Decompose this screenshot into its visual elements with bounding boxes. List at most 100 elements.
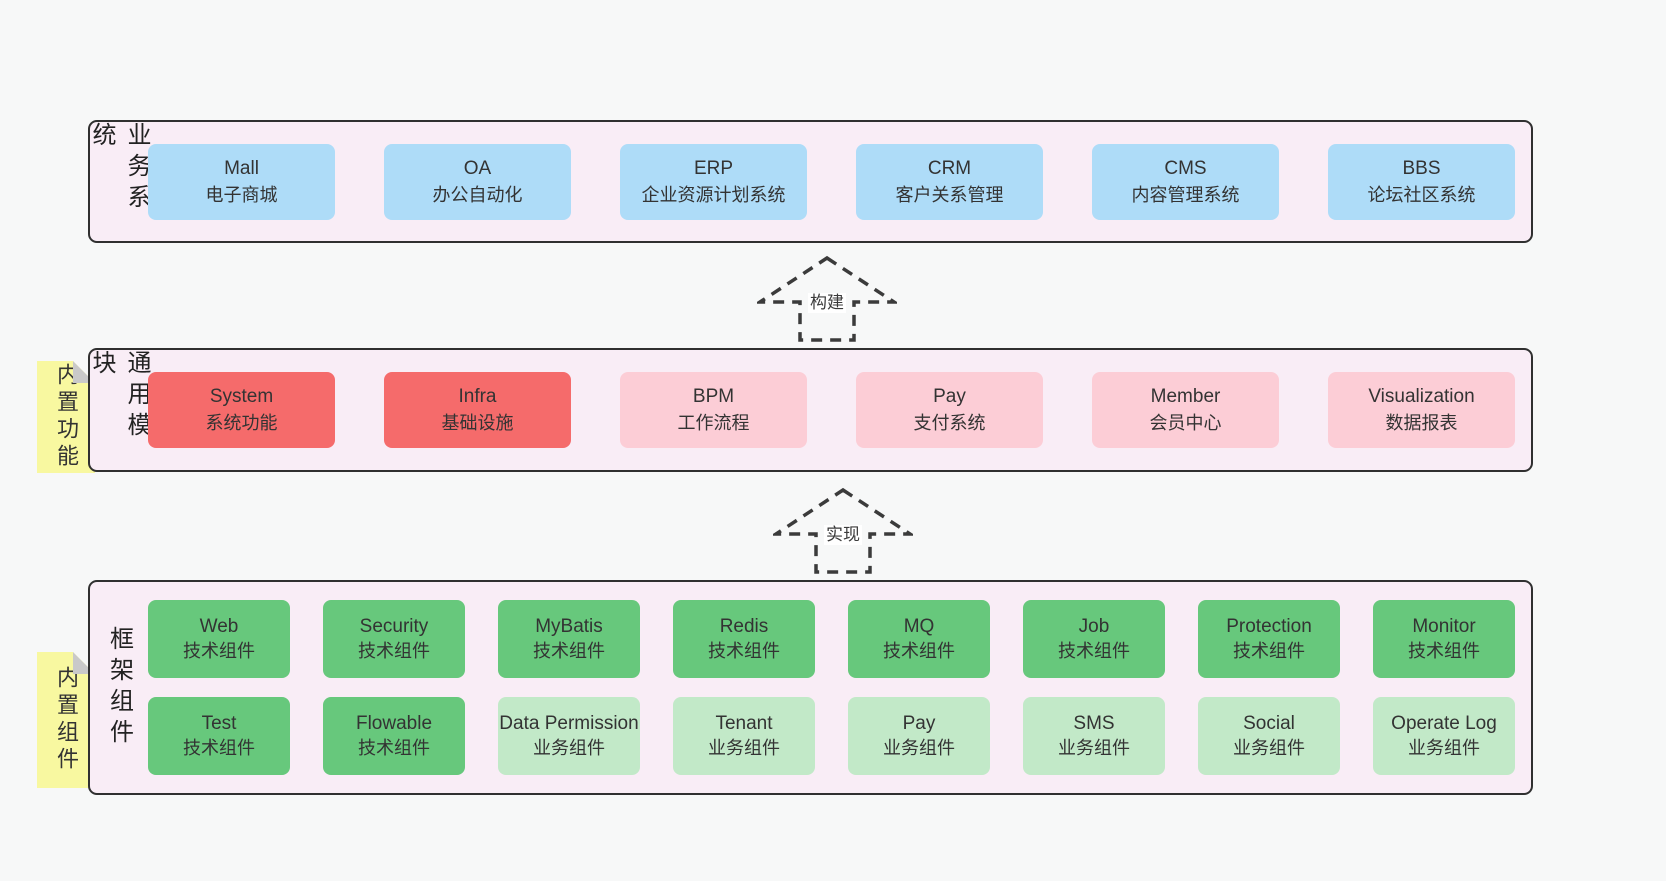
box-redis-desc: 技术组件 [708,641,780,662]
components-row-1: Web 技术组件 Security 技术组件 MyBatis 技术组件 Redi… [148,600,1515,679]
box-bpm-name: BPM [692,386,735,407]
box-web: Web 技术组件 [148,600,290,679]
box-operate-log: Operate Log 业务组件 [1373,696,1515,775]
box-monitor-desc: 技术组件 [1408,641,1480,662]
box-bbs-name: BBS [1402,157,1441,179]
box-data-permission-name: Data Permission [499,712,639,734]
implement-arrow-label: 实现 [824,525,862,545]
box-flowable-desc: 技术组件 [358,737,430,758]
box-bpm-desc: 工作流程 [677,413,750,433]
box-cms-desc: 内容管理系统 [1131,184,1240,205]
box-member-name: Member [1150,386,1221,407]
box-web-desc: 技术组件 [183,641,255,662]
box-pay-module-name: Pay [933,386,966,407]
box-oa: OA 办公自动化 [384,143,571,220]
box-mq-name: MQ [903,616,935,638]
sticky-note-builtin-components: 内置组件 [37,652,95,788]
box-visualization-desc: 数据报表 [1385,413,1458,433]
box-mybatis-desc: 技术组件 [533,641,605,662]
box-crm-name: CRM [927,157,972,179]
implement-arrow: 实现 [773,487,913,575]
box-monitor: Monitor 技术组件 [1373,600,1515,679]
box-security-desc: 技术组件 [358,641,430,662]
build-arrow-label: 构建 [808,293,846,313]
layer-title-business-text: 业务系统 [88,122,150,215]
box-mall-name: Mall [224,157,259,179]
box-sms: SMS 业务组件 [1023,696,1165,775]
box-test: Test 技术组件 [148,696,290,775]
box-job-desc: 技术组件 [1058,641,1130,662]
box-test-desc: 技术组件 [183,737,255,758]
box-test-name: Test [201,712,237,734]
box-sms-name: SMS [1073,712,1115,734]
box-crm-desc: 客户关系管理 [895,184,1004,205]
box-job-name: Job [1078,616,1110,638]
box-mq: MQ 技术组件 [848,600,990,679]
layer-title-components: 框架组件 [90,582,148,793]
box-security: Security 技术组件 [323,600,465,679]
box-sms-desc: 业务组件 [1058,737,1130,758]
business-systems-layer: 业务系统 Mall 电子商城 OA 办公自动化 ERP 企业资源计划系统 CRM… [88,120,1533,243]
box-infra-name: Infra [458,386,497,407]
box-crm: CRM 客户关系管理 [856,143,1043,220]
box-tenant-name: Tenant [715,712,773,734]
box-pay-component-name: Pay [902,712,936,734]
box-social: Social 业务组件 [1198,696,1340,775]
box-protection-desc: 技术组件 [1233,641,1305,662]
box-mq-desc: 技术组件 [883,641,955,662]
framework-components-layer: 框架组件 Web 技术组件 Security 技术组件 MyBatis 技术组件… [88,580,1533,795]
box-erp-desc: 企业资源计划系统 [641,184,786,205]
common-modules-layer: 通用模块 System 系统功能 Infra 基础设施 BPM 工作流程 Pay… [88,348,1533,472]
box-monitor-name: Monitor [1412,616,1476,638]
sticky-components-text: 内置组件 [54,666,79,774]
layer-title-components-text: 框架组件 [105,625,133,750]
box-tenant-desc: 业务组件 [708,737,780,758]
box-protection: Protection 技术组件 [1198,600,1340,679]
box-infra-desc: 基础设施 [441,413,514,433]
components-row-2: Test 技术组件 Flowable 技术组件 Data Permission … [148,696,1515,775]
box-data-permission: Data Permission 业务组件 [498,696,640,775]
box-data-permission-desc: 业务组件 [533,737,605,758]
box-member-desc: 会员中心 [1149,413,1222,433]
box-erp-name: ERP [693,157,734,179]
box-web-name: Web [199,616,239,638]
box-system-desc: 系统功能 [205,413,278,433]
box-protection-name: Protection [1226,616,1312,638]
box-bbs-desc: 论坛社区系统 [1367,184,1476,205]
box-visualization-name: Visualization [1368,386,1475,407]
box-pay-module-desc: 支付系统 [913,413,986,433]
box-mybatis: MyBatis 技术组件 [498,600,640,679]
box-visualization: Visualization 数据报表 [1328,372,1515,448]
box-infra: Infra 基础设施 [384,372,571,448]
box-redis: Redis 技术组件 [673,600,815,679]
box-cms-name: CMS [1164,157,1207,179]
box-job: Job 技术组件 [1023,600,1165,679]
modules-box-row: System 系统功能 Infra 基础设施 BPM 工作流程 Pay 支付系统… [148,350,1531,470]
layer-title-modules: 通用模块 [88,350,150,470]
box-oa-desc: 办公自动化 [432,184,523,205]
box-operate-log-desc: 业务组件 [1408,737,1480,758]
box-system: System 系统功能 [148,372,335,448]
box-oa-name: OA [463,157,492,179]
box-bpm: BPM 工作流程 [620,372,807,448]
box-cms: CMS 内容管理系统 [1092,143,1279,220]
box-security-name: Security [359,616,429,638]
business-box-row: Mall 电子商城 OA 办公自动化 ERP 企业资源计划系统 CRM 客户关系… [148,122,1531,241]
box-pay-module: Pay 支付系统 [856,372,1043,448]
layer-title-business: 业务系统 [88,122,150,241]
build-arrow: 构建 [757,255,897,343]
components-box-grid: Web 技术组件 Security 技术组件 MyBatis 技术组件 Redi… [148,582,1531,793]
box-flowable: Flowable 技术组件 [323,696,465,775]
box-mybatis-name: MyBatis [535,616,603,638]
box-bbs: BBS 论坛社区系统 [1328,143,1515,220]
box-member: Member 会员中心 [1092,372,1279,448]
box-erp: ERP 企业资源计划系统 [620,143,807,220]
box-operate-log-name: Operate Log [1391,712,1497,734]
box-mall: Mall 电子商城 [148,143,335,220]
box-redis-name: Redis [719,616,769,638]
box-social-name: Social [1243,712,1295,734]
box-tenant: Tenant 业务组件 [673,696,815,775]
box-pay-component-desc: 业务组件 [883,737,955,758]
box-social-desc: 业务组件 [1233,737,1305,758]
